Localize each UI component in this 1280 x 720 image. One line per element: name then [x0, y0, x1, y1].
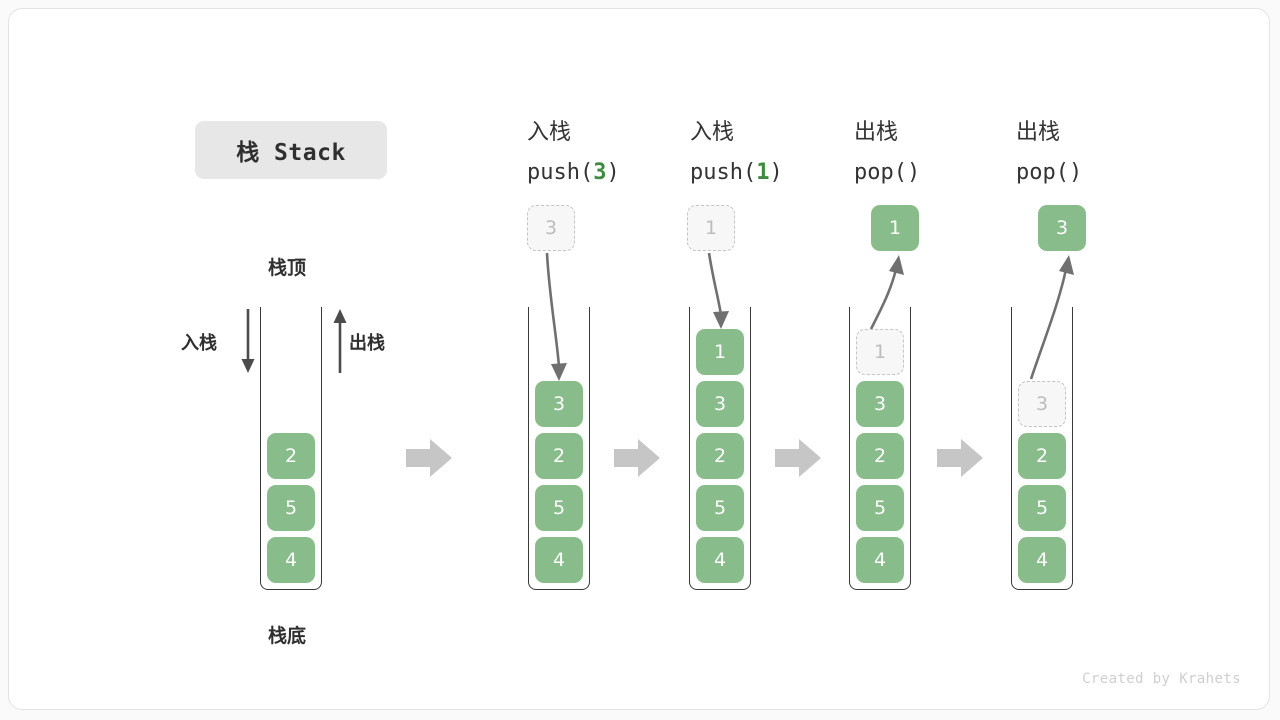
- transition-arrow-icon: [937, 439, 983, 477]
- stack-cell: 4: [696, 537, 744, 583]
- stack-cell: 5: [696, 485, 744, 531]
- diagram-card: 栈 Stack 栈顶 入栈 出栈 2 5 4 栈底 入栈 push(3) 3 3…: [8, 8, 1270, 710]
- transition-arrow-icon: [614, 439, 660, 477]
- incoming-ghost-cell: 3: [527, 205, 575, 251]
- stack-cell: 2: [696, 433, 744, 479]
- popped-cell: 1: [871, 205, 919, 251]
- push-curve-arrow-icon: [707, 252, 729, 329]
- stack-container-initial: [260, 307, 322, 590]
- stage-header-pop-1: 出栈 pop(): [854, 113, 920, 193]
- stage-head-line2: push(1): [690, 153, 783, 193]
- label-pop-side: 出栈: [349, 329, 385, 355]
- stack-cell: 2: [267, 433, 315, 479]
- pop-curve-arrow-icon: [869, 255, 904, 330]
- popped-cell: 3: [1038, 205, 1086, 251]
- stack-cell: 2: [856, 433, 904, 479]
- stage-header-push-1: 入栈 push(1): [690, 113, 783, 193]
- outgoing-ghost-cell: 1: [856, 329, 904, 375]
- stack-container-pop-2: [1011, 307, 1073, 590]
- label-stack-bottom: 栈底: [268, 621, 306, 648]
- page-title: 栈 Stack: [236, 140, 346, 166]
- stack-cell: 4: [267, 537, 315, 583]
- stage-head-close: ): [906, 160, 921, 185]
- pop-curve-arrow-icon: [1029, 255, 1074, 380]
- stack-cell: 2: [535, 433, 583, 479]
- stack-cell: 3: [696, 381, 744, 427]
- stage-head-line1: 入栈: [690, 120, 735, 145]
- stack-cell: 5: [856, 485, 904, 531]
- stack-cell: 3: [856, 381, 904, 427]
- stage-head-line2: push(3): [527, 153, 620, 193]
- stage-head-close: ): [1068, 160, 1083, 185]
- transition-arrow-icon: [775, 439, 821, 477]
- label-push-side: 入栈: [181, 329, 217, 355]
- label-stack-top: 栈顶: [268, 253, 306, 280]
- stage-head-arg: 3: [593, 160, 607, 185]
- stack-cell: 2: [1018, 433, 1066, 479]
- transition-arrow-icon: [406, 439, 452, 477]
- outgoing-ghost-cell: 3: [1018, 381, 1066, 427]
- stage-header-pop-2: 出栈 pop(): [1016, 113, 1082, 193]
- incoming-ghost-cell: 1: [687, 205, 735, 251]
- push-side-text: 入栈: [181, 333, 217, 354]
- diagram-title-pill: 栈 Stack: [195, 121, 387, 179]
- stage-header-push-3: 入栈 push(3): [527, 113, 620, 193]
- stage-head-line1: 入栈: [527, 120, 572, 145]
- stack-cell: 4: [1018, 537, 1066, 583]
- stack-cell: 3: [535, 381, 583, 427]
- push-curve-arrow-icon: [545, 252, 567, 381]
- watermark: Created by Krahets: [1082, 671, 1241, 687]
- stack-cell: 5: [267, 485, 315, 531]
- stack-cell: 4: [856, 537, 904, 583]
- stack-top-text: 栈顶: [268, 257, 307, 279]
- pop-side-text: 出栈: [349, 333, 385, 354]
- stack-cell: 1: [696, 329, 744, 375]
- stack-cell: 5: [535, 485, 583, 531]
- stage-head-close: ): [769, 160, 783, 185]
- stack-container-push-1: [689, 307, 751, 590]
- stack-cell: 5: [1018, 485, 1066, 531]
- stage-head-close: ): [606, 160, 620, 185]
- stage-head-line2: pop(): [1016, 153, 1082, 193]
- stage-head-line2: pop(): [854, 153, 920, 193]
- stage-head-line1: 出栈: [1016, 120, 1061, 145]
- stage-head-arg: 1: [756, 160, 770, 185]
- pop-direction-arrow-icon: [333, 309, 347, 373]
- stack-bottom-text: 栈底: [268, 625, 307, 647]
- stack-cell: 4: [535, 537, 583, 583]
- stack-container-push-3: [528, 307, 590, 590]
- stage-head-fn: push(: [527, 160, 594, 185]
- stage-head-fn: push(: [690, 160, 757, 185]
- stage-head-line1: 出栈: [854, 120, 899, 145]
- stage-head-fn: pop(: [854, 160, 907, 185]
- stack-container-pop-1: [849, 307, 911, 590]
- stage-head-fn: pop(: [1016, 160, 1069, 185]
- push-direction-arrow-icon: [241, 309, 255, 373]
